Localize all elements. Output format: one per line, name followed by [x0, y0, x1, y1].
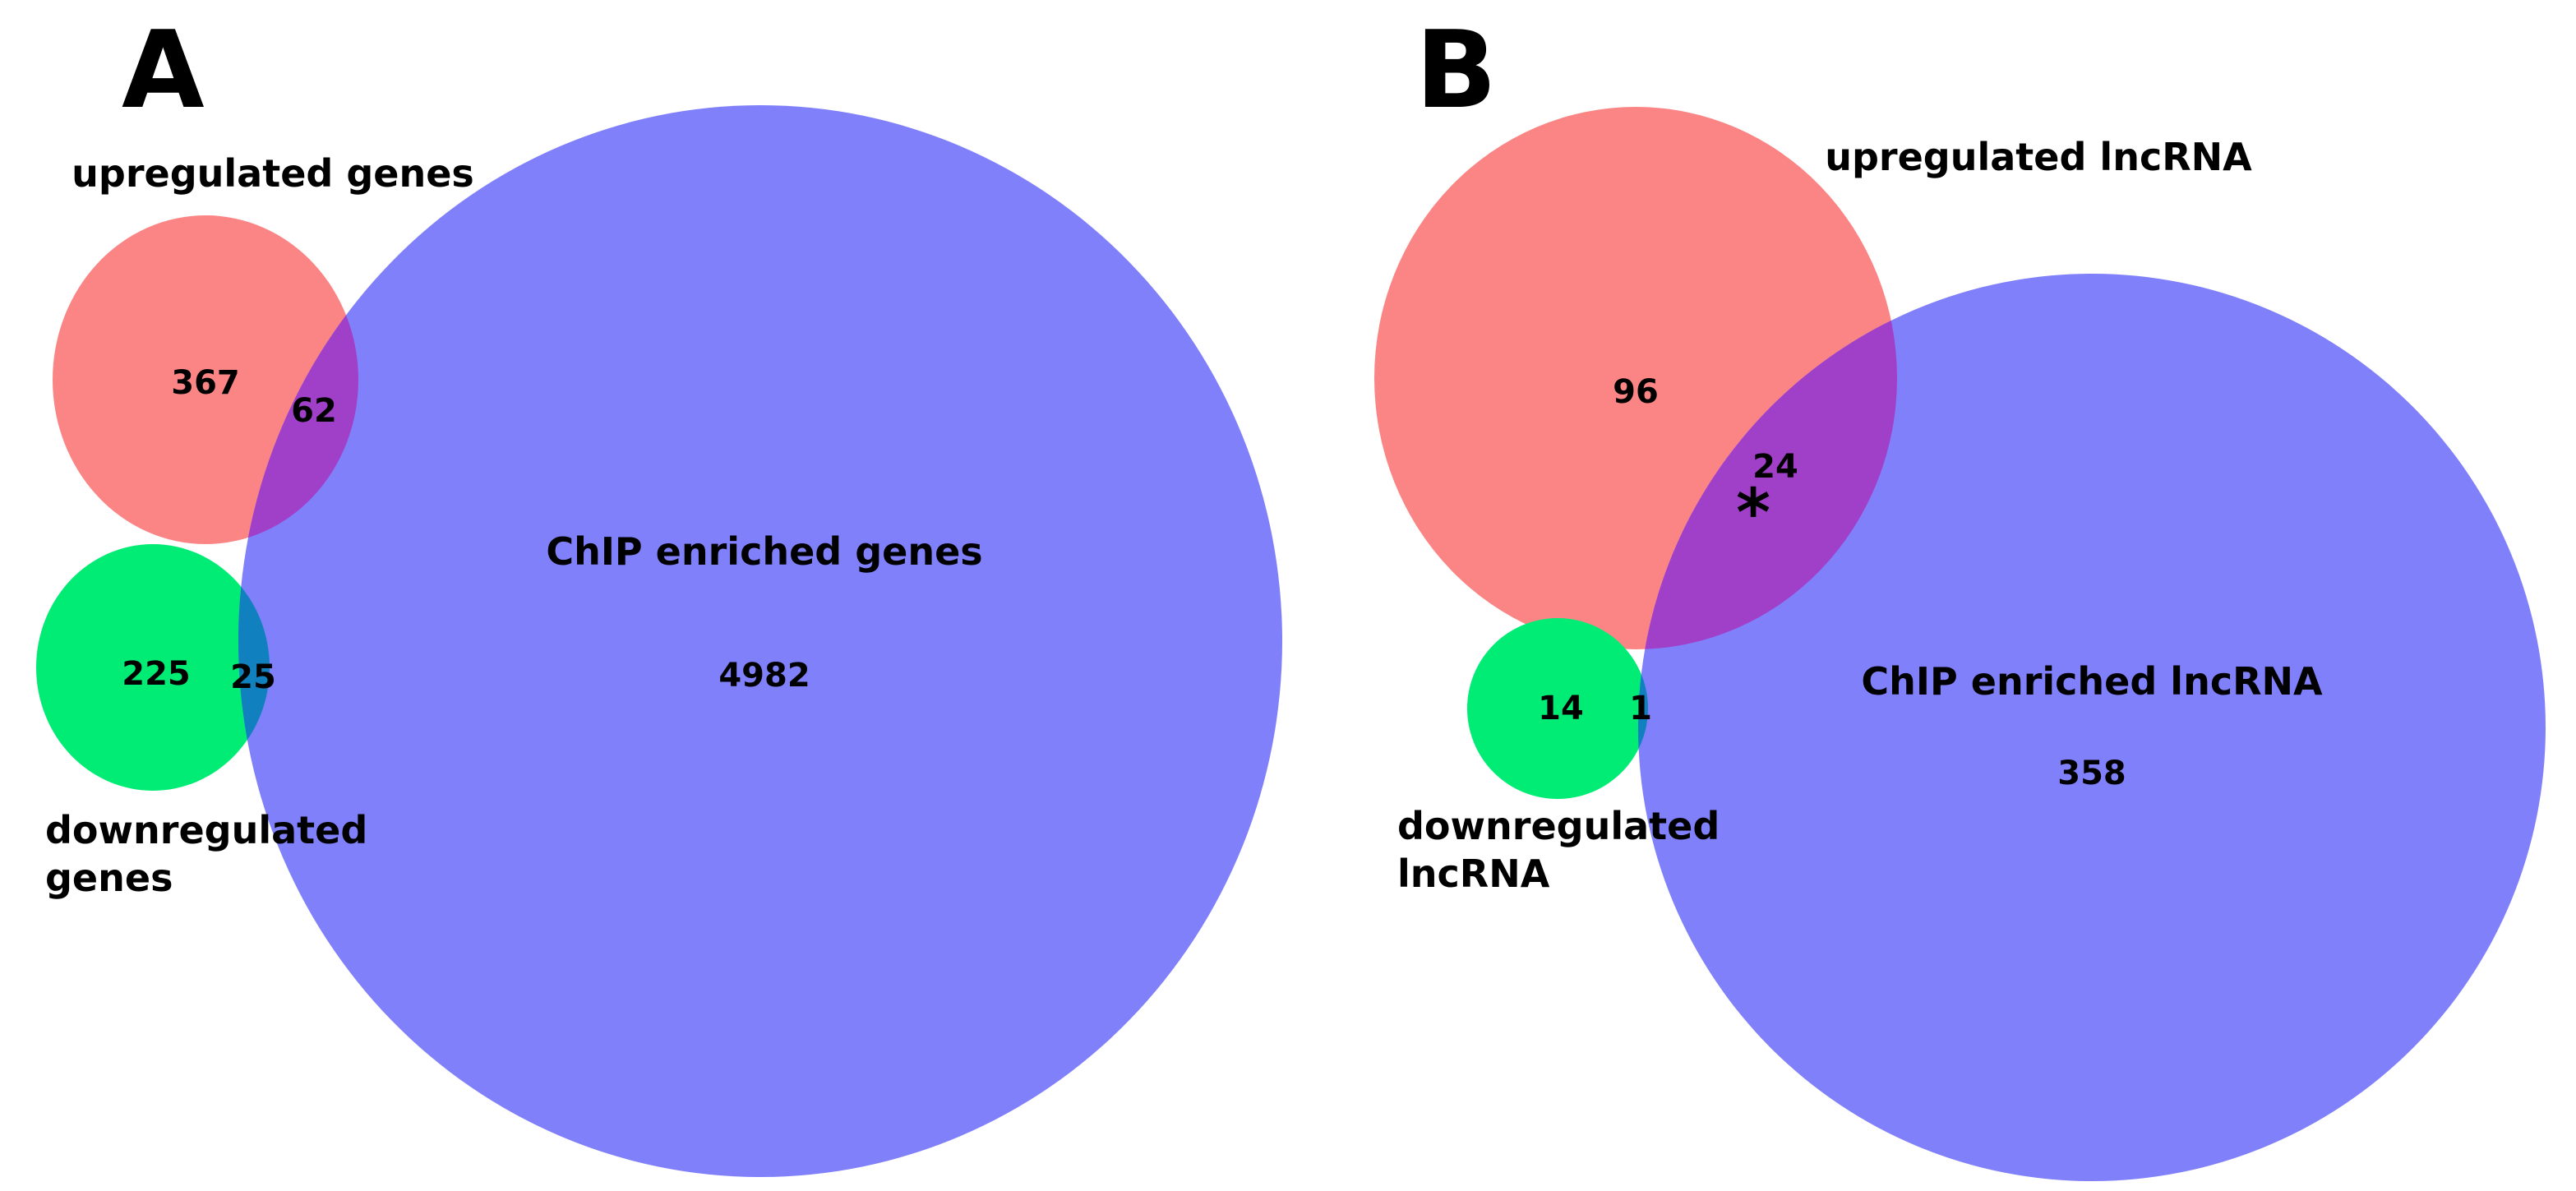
venn-b-downregulated-circle: [1467, 618, 1648, 799]
panel-a-downregulated-label-line1: downregulated: [45, 808, 367, 852]
panel-b-upregulated-count: 96: [1613, 373, 1659, 411]
panel-a-downregulated-label-line2: genes: [45, 856, 173, 900]
panel-a-up-chip-overlap-count: 62: [291, 392, 337, 430]
panel-a-upregulated-count: 367: [171, 364, 240, 402]
panel-b-upregulated-label: upregulated lncRNA: [1825, 135, 2252, 179]
panel-b-letter: B: [1415, 7, 1497, 132]
panel-b-downregulated-count: 14: [1538, 690, 1584, 727]
panel-b-up-chip-overlap-count: 24: [1752, 448, 1798, 486]
panel-b-significance-asterisk: *: [1736, 475, 1770, 552]
venn-a-downregulated-circle: [36, 544, 270, 791]
panel-b-down-chip-overlap-count: 1: [1629, 690, 1652, 727]
venn-a-chip-circle: [238, 105, 1282, 1177]
panel-a-down-chip-overlap-count: 25: [230, 658, 276, 696]
panel-a-chip-label: ChIP enriched genes: [546, 529, 982, 574]
panel-a-upregulated-label: upregulated genes: [72, 151, 474, 196]
panel-a-letter: A: [122, 7, 205, 132]
panel-b-chip-count: 358: [2057, 755, 2126, 792]
venn-b-up-chip-overlap-lens: [1638, 274, 1897, 649]
panel-b-downregulated-label-line2: lncRNA: [1397, 852, 1550, 896]
panel-b-downregulated-label-line1: downregulated: [1397, 804, 1720, 848]
panel-b-chip-label: ChIP enriched lncRNA: [1861, 659, 2323, 704]
panel-a-downregulated-count: 225: [122, 655, 191, 693]
panel-a-chip-count: 4982: [718, 657, 810, 695]
